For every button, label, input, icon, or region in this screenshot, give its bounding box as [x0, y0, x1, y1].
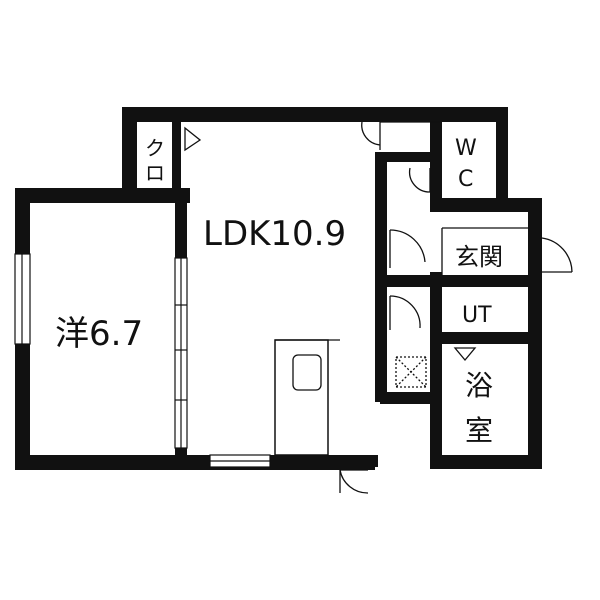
label-utility: UT	[462, 303, 492, 328]
kitchen-sink	[292, 354, 322, 391]
label-closet-1: ク	[145, 136, 165, 160]
closet-door	[184, 126, 202, 152]
door-wc	[408, 167, 431, 193]
door-entrance	[541, 237, 573, 273]
door-ldk-top	[361, 121, 381, 146]
bath-door	[453, 347, 477, 362]
door-ut	[389, 295, 421, 329]
door-bottom	[339, 469, 369, 494]
label-ldk: LDK10.9	[203, 214, 346, 254]
label-bath-1: 浴	[465, 369, 493, 402]
label-western-room: 洋6.7	[55, 314, 143, 354]
label-entrance: 玄関	[455, 243, 503, 271]
door-hall-ldk	[389, 229, 426, 263]
doors	[184, 121, 573, 494]
label-wc-2: C	[458, 167, 473, 192]
windows	[14, 253, 271, 468]
labels: 洋6.7 LDK10.9 ク ロ W C 玄関 UT 浴 室	[55, 136, 503, 447]
label-wc-1: W	[455, 136, 477, 161]
fixtures	[274, 121, 528, 456]
label-closet-2: ロ	[145, 161, 165, 185]
washer-pan	[395, 356, 427, 388]
label-bath-2: 室	[465, 414, 493, 447]
